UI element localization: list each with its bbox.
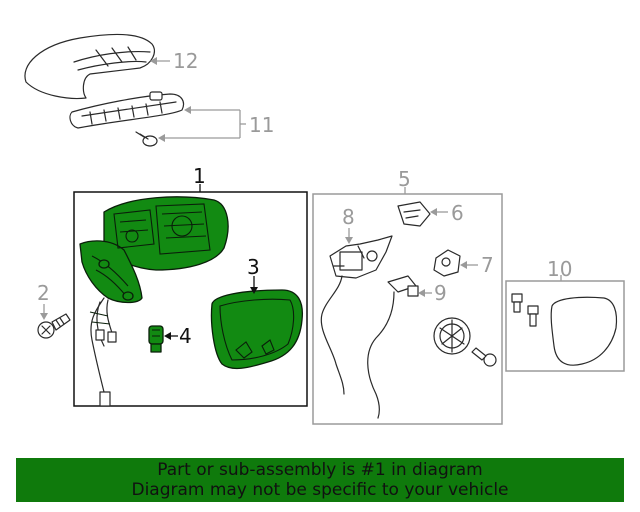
part-10-box [505, 280, 625, 372]
part-11-turn-signal-lamp[interactable] [69, 91, 185, 129]
part-5-screw[interactable] [471, 347, 497, 367]
part-10-heated-glass[interactable] [550, 296, 618, 366]
callout-6: 6 [430, 201, 464, 225]
callout-8: 8 [342, 205, 355, 244]
callout-5: 5 [398, 167, 411, 194]
callout-11-label: 11 [249, 113, 274, 137]
part-3-mirror-glass[interactable] [210, 289, 304, 370]
footer-line-2: Diagram may not be specific to your vehi… [131, 480, 509, 500]
callout-1: 1 [193, 164, 206, 192]
part-8-motor-bracket[interactable] [320, 235, 393, 395]
callout-3-label: 3 [247, 255, 260, 279]
callout-9: 9 [418, 281, 447, 305]
callout-10-label: 10 [547, 257, 572, 281]
callout-7: 7 [460, 253, 494, 277]
callout-4-label: 4 [179, 324, 192, 348]
part-5-box [312, 193, 503, 425]
part-10-connectors[interactable] [511, 293, 539, 327]
part-6-actuator[interactable] [397, 201, 431, 227]
callout-12-label: 12 [173, 49, 198, 73]
callout-9-label: 9 [434, 281, 447, 305]
part-9-cable[interactable] [367, 275, 419, 419]
footer-line-1: Part or sub-assembly is #1 in diagram [157, 460, 483, 480]
part-4-bulb[interactable] [148, 325, 164, 353]
callout-6-label: 6 [451, 201, 464, 225]
callout-2-label: 2 [37, 281, 50, 305]
callout-5-label: 5 [398, 167, 411, 191]
callout-11: 11 [158, 106, 274, 142]
callout-3: 3 [247, 255, 260, 294]
parts-diagram: 12 11 1 [24, 33, 625, 425]
part-11-screw[interactable] [135, 131, 158, 147]
callout-1-label: 1 [193, 164, 206, 188]
part-12-mirror-cover[interactable] [24, 33, 155, 100]
callout-8-label: 8 [342, 205, 355, 229]
part-5-motor-disc[interactable] [433, 317, 471, 355]
part-7-switch[interactable] [433, 249, 461, 277]
footer-banner: Part or sub-assembly is #1 in diagram Di… [16, 458, 624, 502]
callout-10: 10 [547, 257, 572, 281]
callout-12: 12 [150, 49, 198, 73]
part-1-mirror-assembly[interactable] [79, 196, 229, 407]
callout-2: 2 [37, 281, 50, 320]
callout-4: 4 [164, 324, 192, 348]
part-1-box [73, 191, 308, 407]
part-2-screw[interactable] [37, 313, 71, 339]
callout-7-label: 7 [481, 253, 494, 277]
